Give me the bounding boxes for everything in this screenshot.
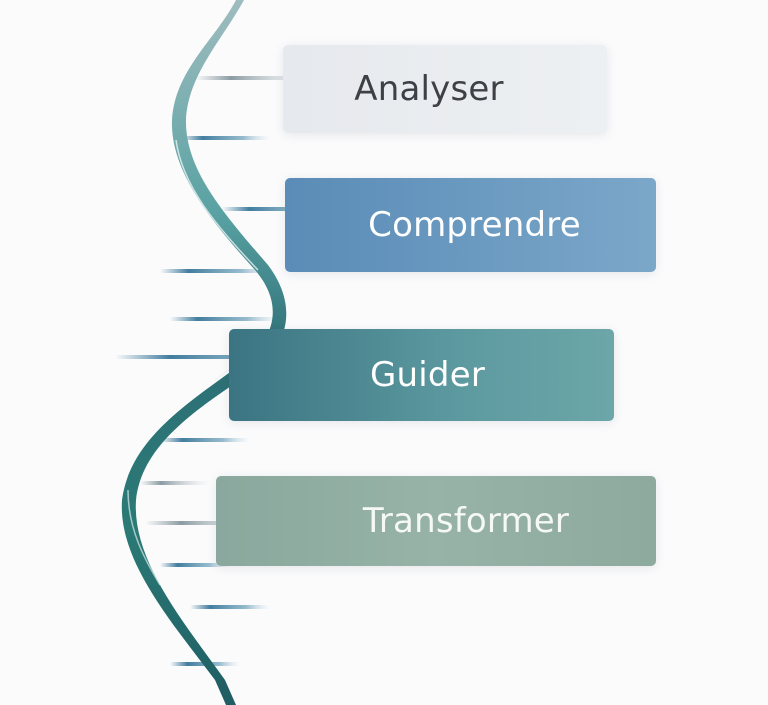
step-comprendre: Comprendre bbox=[285, 178, 656, 272]
step-guider: Guider bbox=[229, 329, 614, 421]
step-transformer: Transformer bbox=[216, 476, 656, 566]
step-label: Guider bbox=[369, 355, 486, 395]
step-label: Analyser bbox=[354, 69, 504, 109]
step-analyser: Analyser bbox=[283, 45, 607, 133]
step-label: Comprendre bbox=[368, 205, 581, 245]
step-label: Transformer bbox=[362, 501, 570, 541]
